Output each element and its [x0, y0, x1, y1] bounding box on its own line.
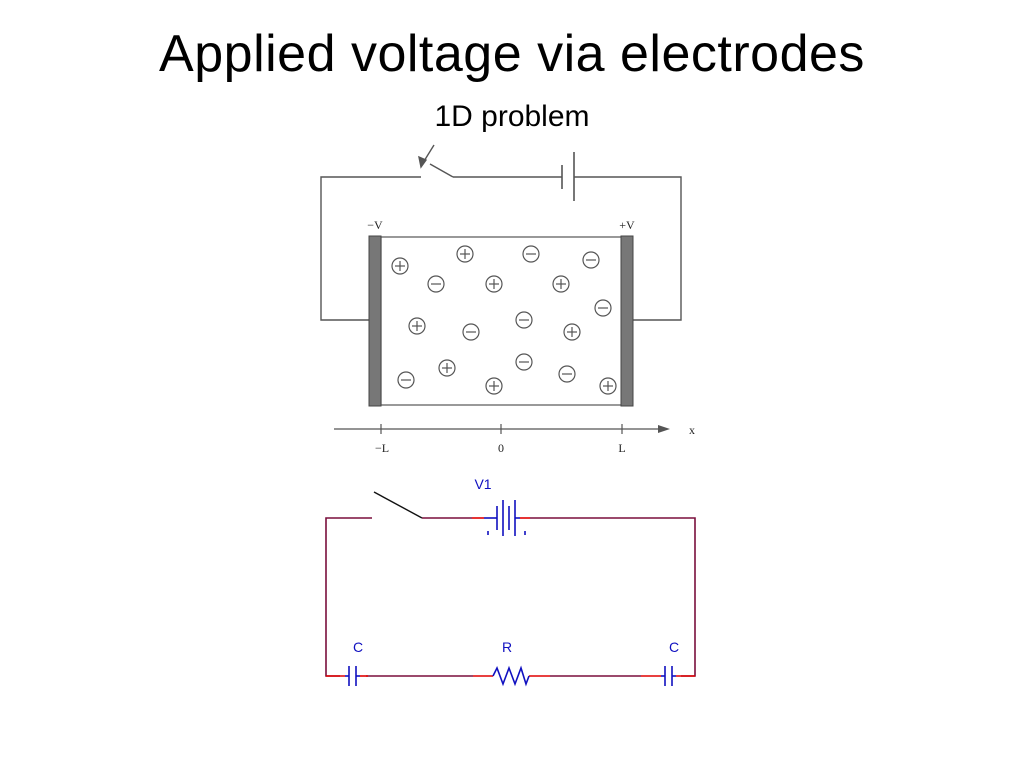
slide-subtitle: 1D problem — [434, 100, 590, 133]
wire-left — [320, 176, 421, 321]
schematic-switch[interactable] — [373, 491, 423, 519]
right-capacitor-label: C — [669, 639, 679, 655]
tick-label-l: L — [618, 441, 625, 455]
capacitor-right[interactable] — [661, 666, 676, 686]
left-electrode — [368, 235, 382, 407]
positive-charge — [599, 377, 617, 395]
resistor-label: R — [502, 639, 512, 655]
negative-charge — [522, 245, 540, 263]
left-electrode-label: −V — [367, 218, 383, 232]
negative-charge — [558, 365, 576, 383]
charges — [391, 245, 617, 395]
negative-charge — [582, 251, 600, 269]
resistor[interactable] — [492, 665, 530, 687]
source-label: V1 — [474, 476, 491, 492]
positive-charge — [563, 323, 581, 341]
slide-title: Applied voltage via electrodes — [159, 25, 865, 83]
negative-charge — [515, 353, 533, 371]
wire-right-side — [681, 517, 696, 677]
negative-charge — [594, 299, 612, 317]
switch-blade — [429, 163, 454, 178]
positive-charge — [552, 275, 570, 293]
tick-label-minus-l: −L — [375, 441, 389, 455]
physical-circuit — [320, 144, 682, 406]
left-capacitor-label: C — [353, 639, 363, 655]
negative-charge — [515, 311, 533, 329]
positive-charge — [391, 257, 409, 275]
x-axis — [334, 424, 670, 434]
right-electrode — [620, 235, 634, 407]
negative-charge — [397, 371, 415, 389]
negative-charge — [427, 275, 445, 293]
x-axis-arrow — [658, 425, 670, 433]
right-electrode-label: +V — [619, 218, 635, 232]
positive-charge — [438, 359, 456, 377]
positive-charge — [485, 275, 503, 293]
tick-label-zero: 0 — [498, 441, 504, 455]
schematic-circuit — [325, 491, 696, 687]
positive-charge — [485, 377, 503, 395]
switch-arrow-head — [418, 155, 428, 169]
positive-charge — [456, 245, 474, 263]
wire-right — [574, 176, 682, 321]
battery-v1[interactable] — [484, 500, 526, 536]
wire-top-left — [325, 517, 372, 677]
x-axis-label: x — [689, 423, 695, 437]
capacitor-left[interactable] — [345, 666, 360, 686]
negative-charge — [462, 323, 480, 341]
positive-charge — [408, 317, 426, 335]
